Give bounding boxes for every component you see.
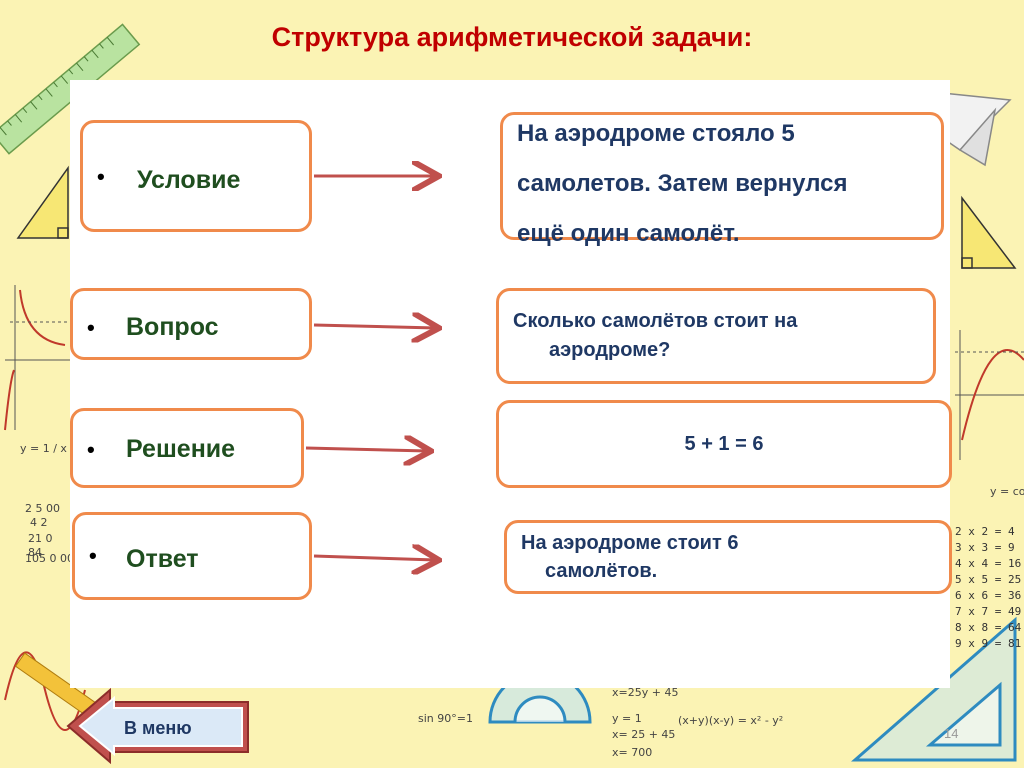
svg-text:2 x 2 = 4: 2 x 2 = 4	[955, 525, 1015, 538]
content-box-answer: На аэродроме стоит 6 самолётов.	[504, 520, 952, 594]
page-number: 14	[944, 726, 959, 741]
svg-text:x=25y + 45: x=25y + 45	[612, 686, 678, 699]
condition-line-3: ещё один самолёт.	[517, 220, 740, 247]
label-question: Вопрос	[126, 313, 219, 341]
bullet: •	[87, 437, 95, 462]
slide-title: Структура арифметической задачи:	[271, 22, 753, 52]
question-line-1: Сколько самолётов стоит на	[513, 310, 798, 332]
svg-text:sin 90°=1: sin 90°=1	[418, 712, 473, 725]
svg-text:2 5 00: 2 5 00	[25, 502, 60, 515]
svg-text:x= 700: x= 700	[612, 746, 652, 759]
svg-text:8 x 8 = 64: 8 x 8 = 64	[955, 621, 1022, 634]
graph-sketch-icon	[4, 285, 70, 431]
svg-text:(x+y)(x-y) = x² - y²: (x+y)(x-y) = x² - y²	[678, 714, 783, 727]
svg-text:5 x 5 = 25: 5 x 5 = 25	[955, 573, 1021, 586]
bullet: •	[97, 164, 105, 189]
label-box-condition: • Условие	[80, 120, 312, 232]
svg-text:y = co: y = co	[990, 485, 1024, 498]
label-condition: Условие	[137, 166, 241, 194]
label-solution: Решение	[126, 435, 236, 463]
svg-text:4 x 4 = 16: 4 x 4 = 16	[955, 557, 1021, 570]
svg-text:y = 1: y = 1	[612, 712, 642, 725]
menu-button-label: В меню	[124, 718, 192, 738]
condition-line-1: На аэродроме стояло 5	[517, 120, 795, 147]
formula-decor: y = 1 / x 2 5 00 4 2 21 0 84 105 0 00 si…	[20, 442, 1024, 759]
bullet: •	[87, 315, 95, 340]
question-line-2: аэродроме?	[549, 339, 671, 361]
svg-text:21 0: 21 0	[28, 532, 53, 545]
solution-expression: 5 + 1 = 6	[684, 433, 764, 455]
svg-text:x= 25 + 45: x= 25 + 45	[612, 728, 675, 741]
multiplication-table-decor: 2 x 2 = 4 3 x 3 = 9 4 x 4 = 16 5 x 5 = 2…	[955, 525, 1022, 650]
answer-line-1: На аэродроме стоит 6	[521, 532, 739, 554]
svg-text:6 x 6 = 36: 6 x 6 = 36	[955, 589, 1021, 602]
condition-line-2: самолетов. Затем вернулся	[517, 170, 848, 197]
svg-text:105 0 00: 105 0 00	[25, 552, 74, 565]
svg-text:7 x 7 = 49: 7 x 7 = 49	[955, 605, 1021, 618]
graph-sketch-icon-right	[955, 330, 1024, 460]
bullet: •	[89, 543, 97, 568]
back-to-menu-button[interactable]: В меню	[66, 688, 256, 764]
svg-text:9 x 9 = 81: 9 x 9 = 81	[955, 637, 1021, 650]
label-box-question: • Вопрос	[70, 288, 312, 360]
svg-text:4 2: 4 2	[30, 516, 48, 529]
content-box-solution: 5 + 1 = 6	[496, 400, 952, 488]
content-box-condition: На аэродроме стояло 5 самолетов. Затем в…	[500, 112, 944, 247]
set-square-icon	[851, 616, 1017, 762]
svg-text:y = 1 / x: y = 1 / x	[20, 442, 67, 455]
answer-line-2: самолётов.	[545, 560, 658, 582]
svg-text:3 x 3 = 9: 3 x 3 = 9	[955, 541, 1015, 554]
label-box-solution: • Решение	[70, 408, 304, 488]
svg-text:84: 84	[28, 546, 42, 559]
triangle-diagram-icon-right	[961, 195, 1017, 269]
label-box-answer: • Ответ	[72, 512, 312, 600]
content-box-question: Сколько самолётов стоит на аэродроме?	[496, 288, 936, 384]
triangle-diagram-icon	[16, 165, 69, 239]
label-answer: Ответ	[126, 545, 199, 573]
back-arrow-icon	[66, 688, 249, 764]
